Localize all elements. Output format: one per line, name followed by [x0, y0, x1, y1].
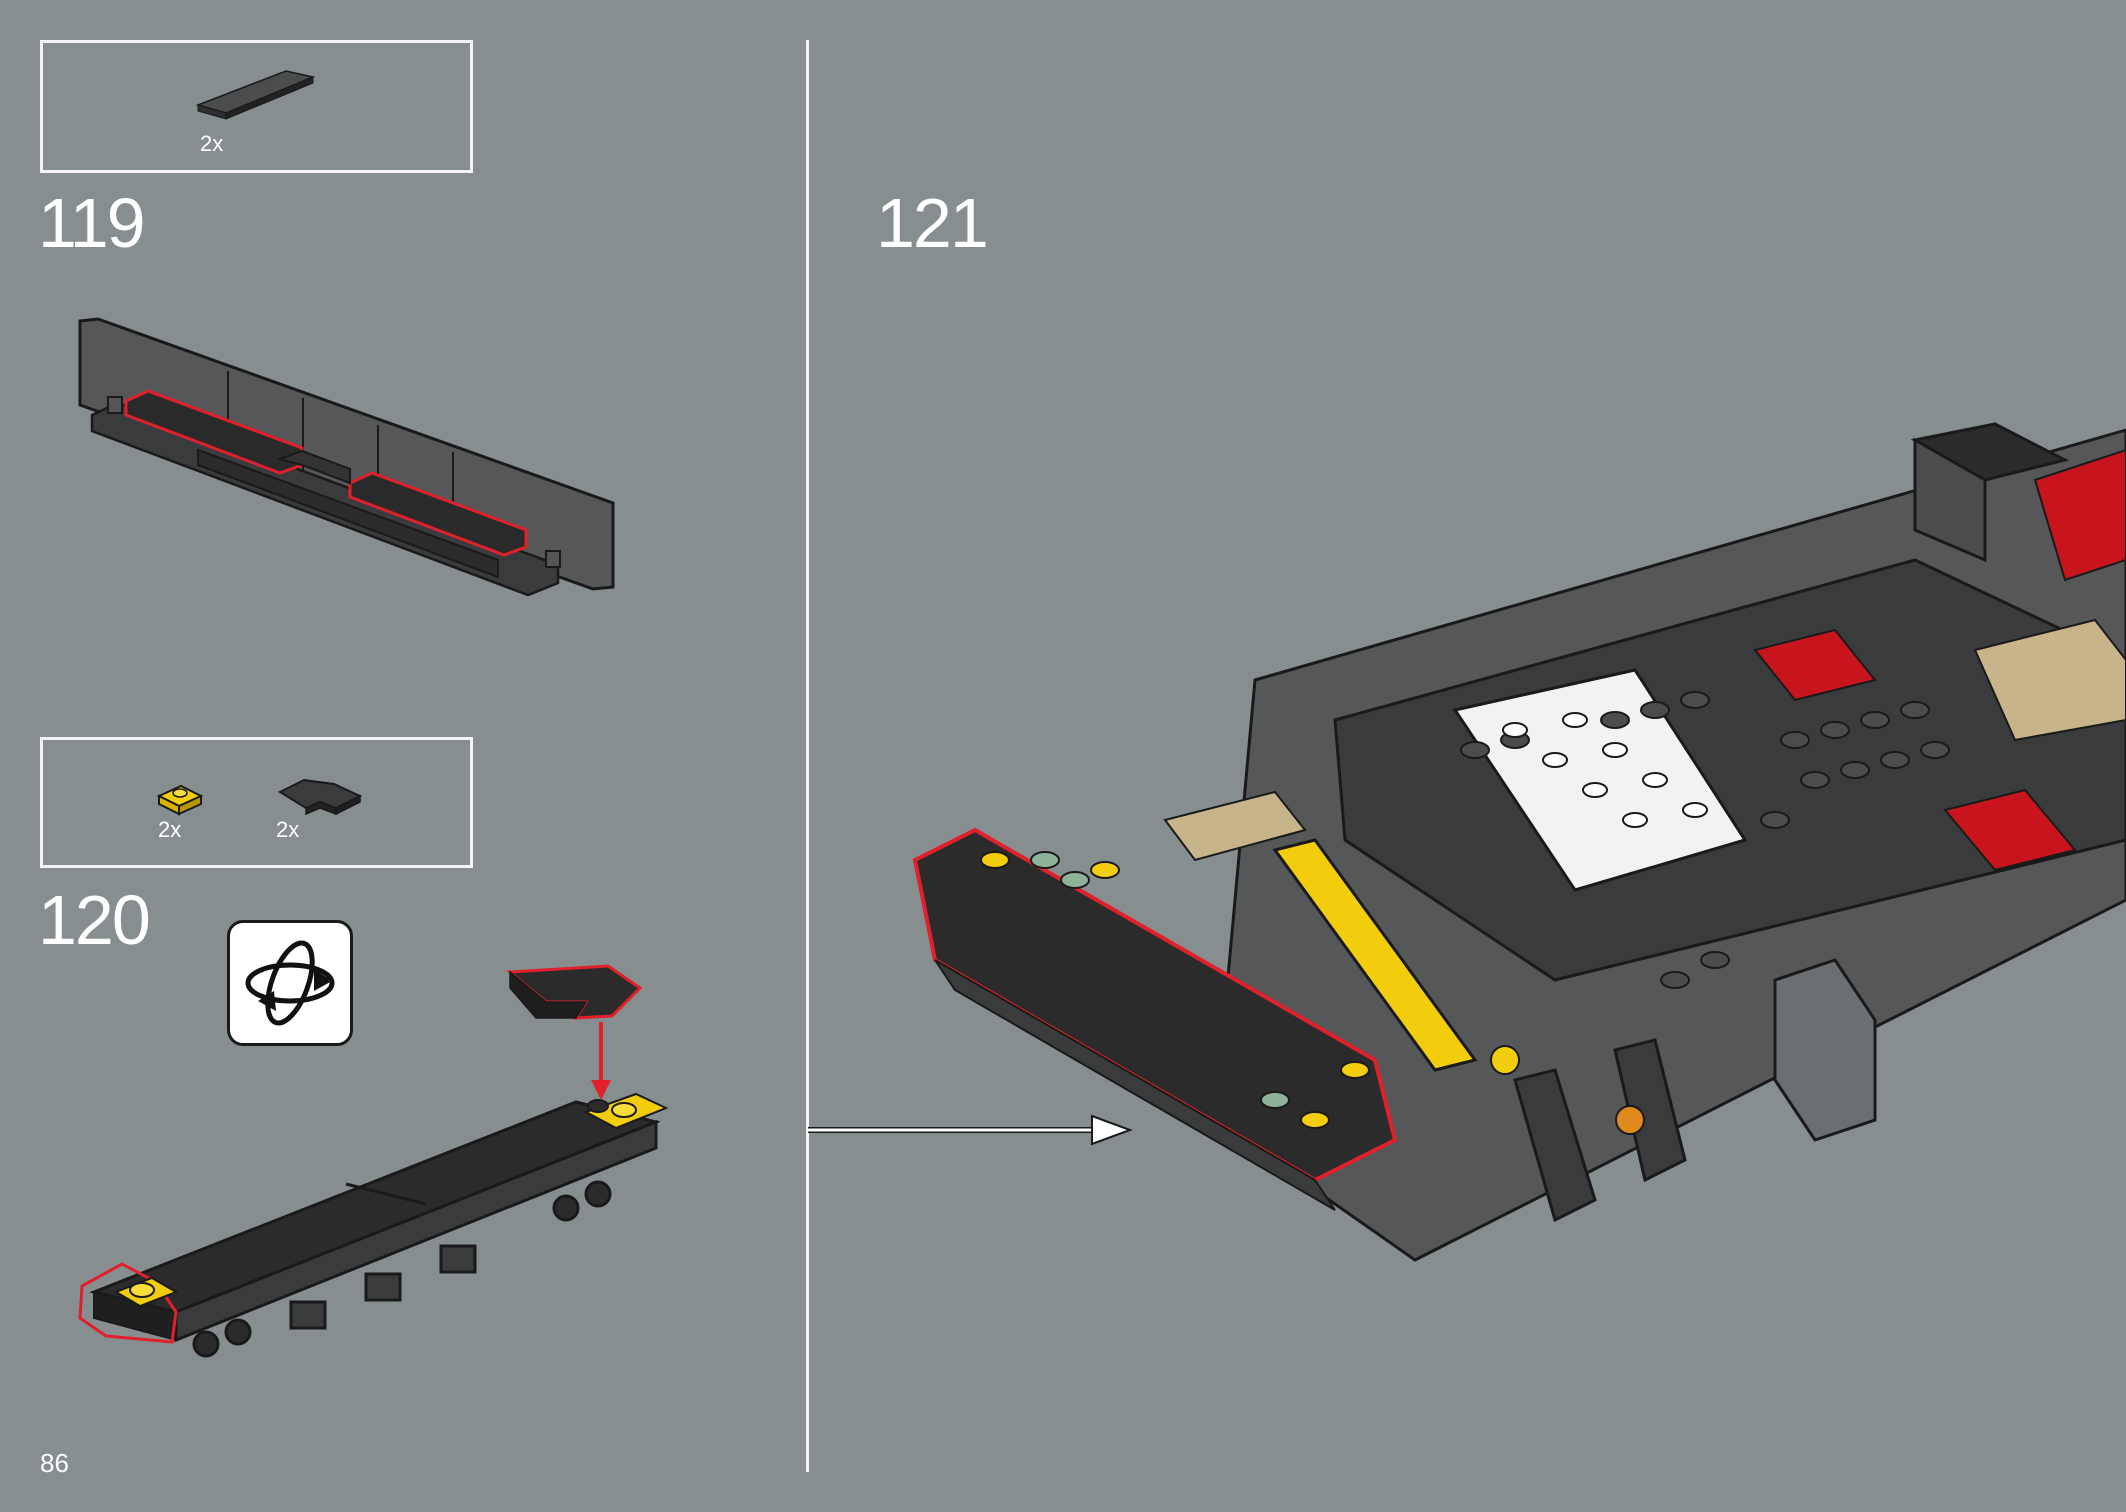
parts-callout-119: 2x: [40, 40, 473, 173]
page-number: 86: [40, 1448, 69, 1478]
step-121-pointer-arrow: [808, 1114, 1133, 1146]
step-119-assembly-illustration: [78, 317, 615, 597]
part-quantity: 2x: [200, 131, 224, 156]
part-tile-1x6-icon: [195, 70, 316, 120]
step-120-assembly-illustration: [78, 964, 669, 1358]
part-yellow-plate-1x1-icon: [156, 784, 204, 816]
step-number-119: 119: [38, 184, 146, 262]
step-number-120: 120: [38, 881, 151, 959]
part-quantity: 2x: [276, 817, 300, 842]
part-wedge-plate-icon: [277, 778, 363, 816]
step-121-assembly-illustration: [912, 422, 2126, 1262]
parts-callout-120: 2x 2x: [40, 737, 473, 868]
part-quantity: 2x: [158, 817, 182, 842]
rotate-arrows-icon: [245, 940, 335, 1026]
step-number-121: 121: [876, 184, 989, 262]
column-divider: [806, 40, 809, 1472]
rotate-model-icon: [227, 920, 353, 1046]
